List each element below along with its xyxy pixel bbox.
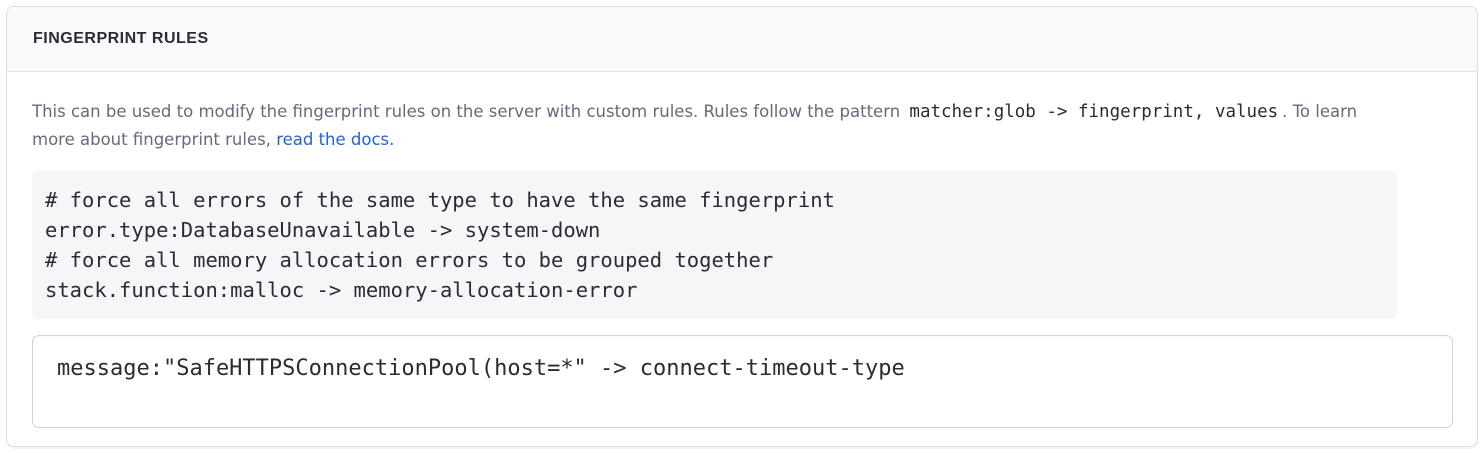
fingerprint-rules-panel: FINGERPRINT RULES This can be used to mo…: [6, 6, 1478, 447]
description-outro: . To learn more about fingerprint rules,: [32, 102, 1358, 149]
field-description: This can be used to modify the fingerpri…: [32, 98, 1397, 153]
pattern-inline-code: matcher:glob -> fingerprint, values: [909, 102, 1279, 122]
read-the-docs-link[interactable]: read the docs.: [276, 130, 395, 149]
description-intro: This can be used to modify the fingerpri…: [32, 102, 906, 121]
panel-body: This can be used to modify the fingerpri…: [7, 72, 1477, 454]
panel-title: FINGERPRINT RULES: [33, 30, 209, 47]
panel-header: FINGERPRINT RULES: [7, 7, 1477, 72]
example-code-block: # force all errors of the same type to h…: [32, 171, 1397, 319]
fingerprint-rules-textarea[interactable]: message:"SafeHTTPSConnectionPool(host=*"…: [32, 335, 1453, 428]
